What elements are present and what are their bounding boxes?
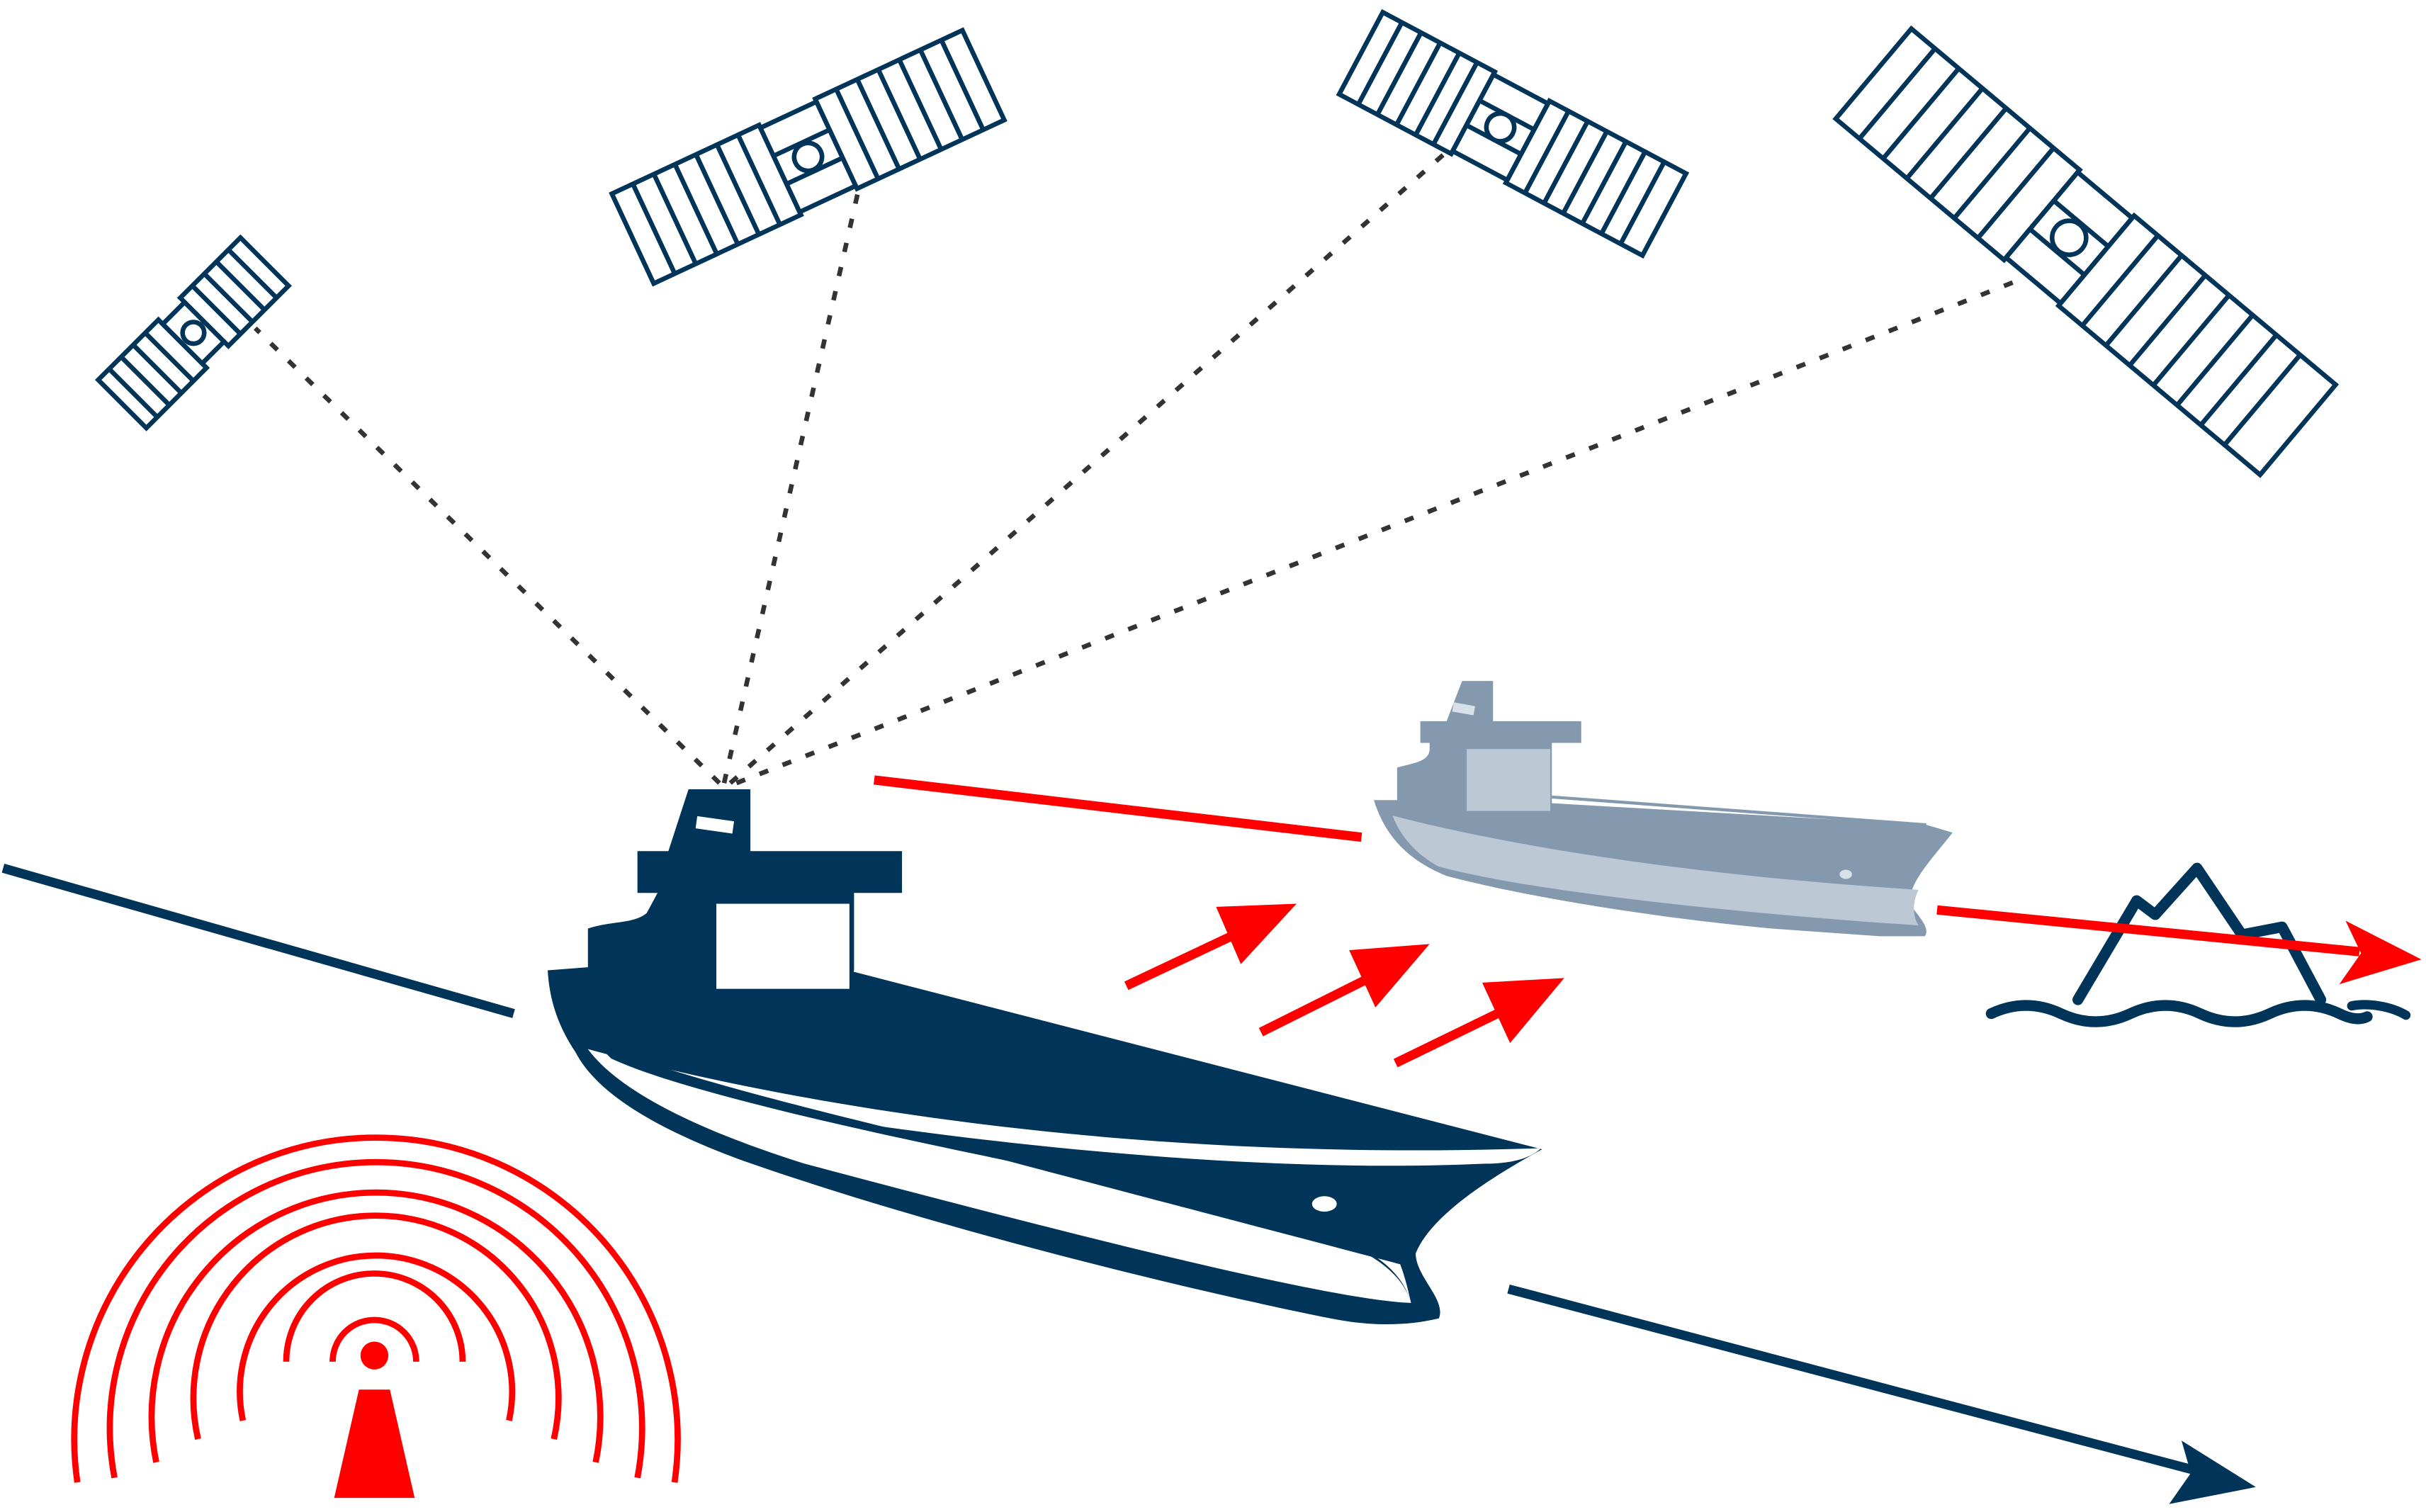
link-satellite-3 bbox=[728, 149, 1448, 785]
satellite-links bbox=[254, 149, 2043, 786]
drift-arrow-icon bbox=[1393, 978, 1564, 1068]
predicted-course-line bbox=[874, 775, 1362, 842]
radio-beacon-icon bbox=[71, 1134, 681, 1483]
link-satellite-4 bbox=[735, 269, 2043, 786]
link-satellite-2 bbox=[721, 154, 869, 784]
drift-arrows bbox=[1124, 903, 1564, 1068]
drift-arrow-icon bbox=[1124, 903, 1297, 991]
projected-course-arrow bbox=[1936, 905, 2422, 985]
drift-arrow-icon bbox=[1258, 944, 1430, 1037]
ship-track-past bbox=[1, 864, 515, 1018]
rock-hazard-icon bbox=[1985, 862, 2411, 1027]
ship-icon bbox=[548, 789, 1545, 1325]
link-satellite-1 bbox=[254, 326, 721, 785]
beacon-antenna-icon bbox=[334, 1341, 415, 1499]
satellite-icon bbox=[1336, 9, 1690, 259]
ship-track-ahead bbox=[1507, 1284, 2256, 1504]
predicted-ship-icon bbox=[1374, 681, 1953, 937]
satellite-icon bbox=[94, 234, 292, 431]
satellite-icon bbox=[1832, 25, 2340, 478]
satellite-icon bbox=[609, 27, 1008, 287]
